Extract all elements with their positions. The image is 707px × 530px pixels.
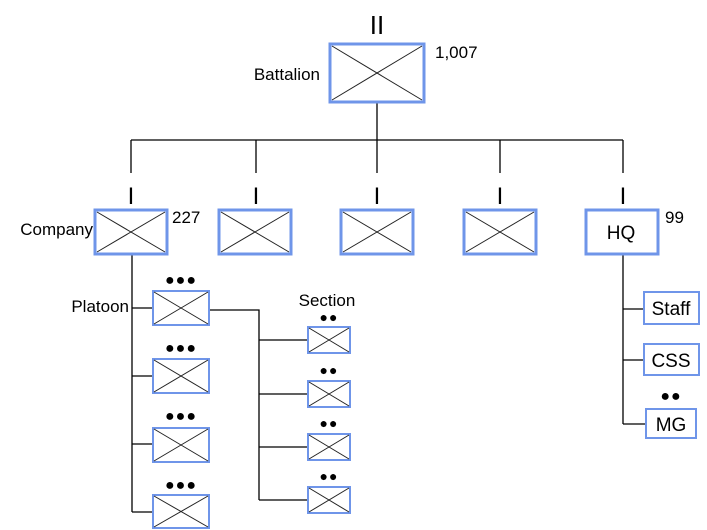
css-label: CSS — [651, 351, 690, 372]
section-link — [210, 309, 260, 500]
section-3-echelon: ●● — [320, 415, 339, 431]
section-label: Section — [299, 291, 356, 310]
mg-box — [645, 408, 697, 439]
section-1: ●● — [307, 309, 351, 354]
company-strength: 227 — [172, 208, 200, 227]
platoon-label: Platoon — [71, 297, 129, 316]
company-2-unit: I — [217, 183, 293, 256]
hq-echelon: I — [620, 183, 627, 210]
section-4-echelon: ●● — [320, 468, 339, 484]
company-3-cross-b — [342, 211, 412, 253]
company-3-unit: I — [339, 183, 415, 256]
platoon-1-cross-b — [153, 291, 209, 325]
battalion-echelon: II — [370, 10, 384, 40]
battalion-cross-b — [331, 45, 423, 101]
battalion-label: Battalion — [254, 65, 320, 84]
hq-staff: Staff — [643, 291, 700, 325]
platoon-3-echelon: ●●● — [165, 408, 197, 425]
company-2-echelon: I — [253, 183, 260, 210]
hq-unit: I HQ 99 — [584, 183, 684, 256]
hq-box — [584, 208, 660, 256]
battalion-strength: 1,007 — [435, 43, 478, 62]
section-4: ●● — [307, 468, 351, 514]
platoon-3-cross-b — [153, 428, 209, 462]
section-4-cross-b — [308, 487, 350, 513]
hq-strength: 99 — [665, 208, 684, 227]
platoon-2-cross-b — [153, 359, 209, 393]
platoon-1: ●●● — [152, 272, 210, 326]
company-1-unit: I Company 227 — [20, 183, 200, 256]
section-1-cross-b — [308, 327, 350, 353]
platoon-4-echelon: ●●● — [165, 477, 197, 494]
section-1-echelon: ●● — [320, 309, 339, 325]
company-4-echelon: I — [497, 183, 504, 210]
mg-label: MG — [656, 415, 687, 436]
section-2-cross-b — [308, 381, 350, 407]
section-2-echelon: ●● — [320, 362, 339, 378]
company-1-cross-b — [96, 211, 166, 253]
section-3-cross-b — [308, 434, 350, 460]
platoon-2: ●●● — [152, 340, 210, 394]
hq-css: CSS — [643, 343, 700, 376]
staff-box — [643, 291, 700, 325]
mg-echelon: ●● — [660, 388, 681, 405]
company-2-cross-b — [220, 211, 290, 253]
hq-label: HQ — [607, 223, 636, 244]
company-label: Company — [20, 220, 93, 239]
battalion-unit: II Battalion 1,007 — [254, 10, 478, 104]
platoon-1-echelon: ●●● — [165, 272, 197, 289]
company-4-unit: I — [462, 183, 538, 256]
css-box — [643, 343, 700, 376]
company-4-cross-b — [465, 211, 535, 253]
company-1-echelon: I — [128, 183, 135, 210]
section-2: ●● — [307, 362, 351, 408]
hq-mg: ●● MG — [645, 388, 697, 439]
staff-label: Staff — [652, 299, 691, 320]
platoon-4-cross-b — [153, 495, 209, 528]
company-3-echelon: I — [374, 183, 381, 210]
platoon-2-echelon: ●●● — [165, 340, 197, 357]
platoon-3: ●●● — [152, 408, 210, 463]
connector-lines — [130, 102, 645, 513]
platoon-4: ●●● — [152, 477, 210, 529]
section-3: ●● — [307, 415, 351, 461]
